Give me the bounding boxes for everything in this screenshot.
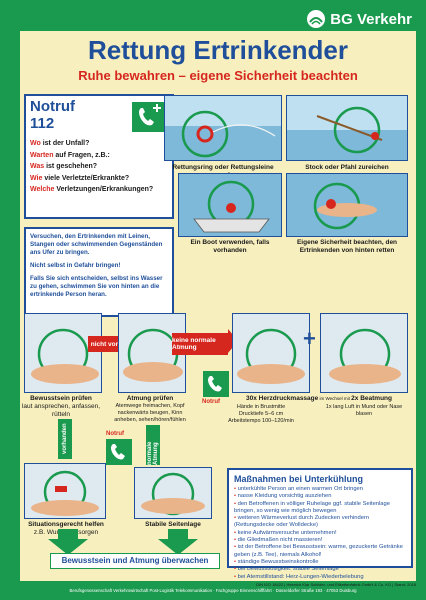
stick-illustration: [286, 95, 408, 161]
poster-title: Rettung Ertrinkender: [87, 35, 349, 65]
hypothermia-item: den Betroffenen in völliger Ruhelage ggf…: [234, 501, 406, 516]
arrows-down-icon: [48, 529, 198, 555]
hypothermia-item: keine Aufwärmversuche unternehmen!: [234, 530, 406, 537]
hypothermia-heading: Maßnahmen bei Unterkühlung: [234, 474, 364, 484]
notruf-number: 112: [30, 115, 55, 132]
notruf-question: Welche Verletzungen/Erkrankungen?: [30, 186, 154, 193]
poster-subtitle: Ruhe bewahren – eigene Sicherheit beacht…: [78, 68, 358, 83]
recovery-position-illustration: [134, 467, 212, 519]
info-paragraph: Falls Sie sich entscheiden, selbst ins W…: [30, 275, 163, 298]
brand: BG Verkehr: [306, 5, 412, 33]
notruf-label-2: Notruf: [106, 431, 124, 437]
ventilation-illustration: [320, 313, 408, 393]
boat-caption: Ein Boot verwenden, falls vorhanden: [190, 239, 270, 254]
hypothermia-item: weiteren Wärmeverlust durch Zudecken ver…: [234, 515, 406, 530]
footer-standard: DIN ISO 18422 | Heinrich Klar Schilder- …: [256, 582, 416, 587]
notruf-box: Notruf 112 Wo ist der Unfall? Warten auf…: [24, 94, 174, 219]
hypothermia-item: ist der Betroffene bei Bewusstsein: warm…: [234, 544, 406, 559]
cpr-compression-details: Hände in Brustmitte Drucktiefe 5–6 cm Ar…: [228, 404, 294, 424]
hypothermia-item: bei Atemstillstand: Herz-Lungen-Wiederbe…: [234, 574, 406, 581]
brand-name: BG Verkehr: [330, 10, 412, 28]
hypothermia-item: unterkühlte Person an einen warmen Ort b…: [234, 486, 406, 493]
swim-rescue-illustration: [286, 173, 408, 237]
rescue-ring-illustration: [164, 95, 282, 161]
arrow-no-normal-breathing: keine normale Atmung: [172, 329, 238, 355]
cpr-caption: 30x Herzdruckmassage im Wechsel mit 2x B…: [245, 395, 392, 402]
chest-compression-illustration: [232, 313, 310, 393]
emergency-phone-icon: [132, 102, 164, 132]
situational-help-illustration: [24, 463, 106, 519]
notruf-label: Notruf: [202, 399, 220, 405]
cpr-ventilation-details: 1x lang Luft in Mund oder Nase blasen: [325, 404, 403, 417]
consciousness-caption: Bewusstsein prüfen laut ansprechen, anfa…: [21, 395, 101, 418]
notruf-heading: Notruf: [30, 98, 75, 115]
notruf-phone-icon-2: [106, 439, 132, 465]
plus-icon: +: [303, 326, 316, 351]
check-consciousness-illustration: [24, 313, 102, 393]
breathing-caption: Atmung prüfen Atemwege freimachen, Kopf …: [114, 395, 186, 423]
hypothermia-item: bei Bewusstlosigkeit: stabile Seitenlage: [234, 566, 406, 573]
hypothermia-box: Maßnahmen bei Unterkühlung unterkühlte P…: [227, 468, 413, 580]
boat-illustration: [178, 173, 282, 237]
monitor-banner: Bewusstsein und Atmung überwachen: [50, 553, 220, 569]
notruf-questions: Wo ist der Unfall? Warten auf Fragen, z.…: [30, 138, 153, 196]
notruf-question: Wie viele Verletzte/Erkrankte?: [30, 174, 130, 182]
rescue-info-box: Versuchen, den Ertrinkenden mit Leinen, …: [24, 227, 174, 317]
hypothermia-item: nasse Kleidung vorsichtig ausziehen: [234, 493, 406, 500]
bg-logo-icon: [307, 10, 326, 28]
poster: Rettung Ertrinkender Ruhe bewahren – eig…: [20, 31, 416, 581]
arrow-normal-breathing: normale Atmung: [146, 425, 160, 465]
hypothermia-list: unterkühlte Person an einen warmen Ort b…: [234, 486, 406, 581]
notruf-question: Wo ist der Unfall?: [30, 140, 90, 147]
footer-address: Berufsgenossenschaft Verkehrswirtschaft …: [69, 588, 357, 593]
recovery-caption: Stabile Seitenlage: [145, 521, 201, 528]
notruf-phone-icon: [203, 371, 229, 397]
info-paragraph: Versuchen, den Ertrinkenden mit Leinen, …: [30, 233, 163, 256]
stick-caption: Stock oder Pfahl zureichen: [305, 164, 389, 171]
notruf-question: Warten auf Fragen, z.B.:: [30, 151, 110, 159]
arrow-present: vorhanden: [58, 419, 72, 459]
notruf-question: Was ist geschehen?: [30, 163, 98, 170]
info-warning: Nicht selbst in Gefahr bringen!: [30, 262, 121, 269]
hypothermia-item: die Gliedmaßen nicht massieren!: [234, 537, 406, 544]
swim-rescue-caption: Eigene Sicherheit beachten, den Ertrinke…: [296, 239, 398, 254]
hypothermia-item: ständige Bewusstseinskontrolle: [234, 559, 406, 566]
